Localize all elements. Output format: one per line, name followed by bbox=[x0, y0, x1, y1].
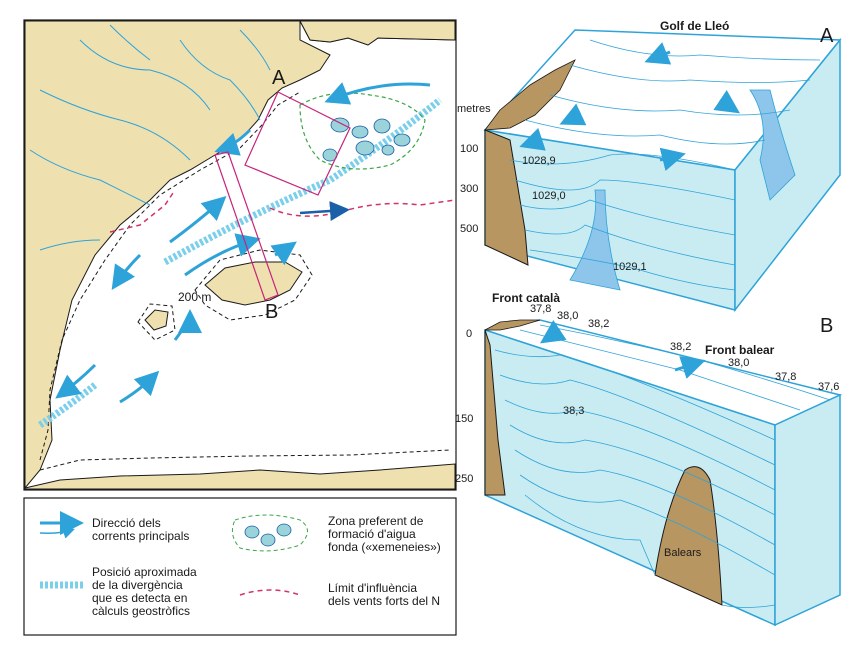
block-B-isolines bbox=[494, 349, 776, 608]
block-A-plume-2 bbox=[749, 89, 796, 201]
legend-line: Direcció dels bbox=[92, 516, 161, 530]
block-A-letter: A bbox=[820, 25, 834, 47]
legend-line: Límit d'influència bbox=[328, 581, 417, 595]
current-arrows bbox=[55, 82, 431, 404]
block-A-depth-500: 500 bbox=[460, 223, 478, 235]
block-B-seabed-island bbox=[654, 466, 723, 606]
section-box-A bbox=[244, 91, 351, 196]
block-B: Front català Front balear B 0 150 250 37… bbox=[455, 291, 843, 627]
block-B-top-value-1: 37,8 bbox=[530, 303, 551, 315]
block-B-depth-150: 150 bbox=[455, 413, 473, 425]
current-arrow-dark bbox=[299, 201, 350, 221]
block-A-iso-1: 1028,9 bbox=[522, 155, 556, 167]
block-B-arrows bbox=[540, 320, 706, 379]
legend-wind-symbol bbox=[239, 589, 301, 596]
block-A-iso-2: 1029,0 bbox=[532, 190, 566, 202]
chimney-zone bbox=[299, 92, 426, 170]
block-B-inner-value: 38,3 bbox=[563, 405, 584, 417]
block-B-seabed-left bbox=[484, 329, 506, 496]
block-B-right bbox=[774, 393, 841, 627]
land-africa bbox=[24, 463, 456, 490]
block-A-seabed bbox=[484, 129, 529, 266]
block-B-right-value-3: 37,8 bbox=[775, 371, 796, 383]
block-A-plume-1 bbox=[569, 189, 621, 291]
block-A-depth-unit: metres bbox=[457, 103, 491, 115]
block-B-right-value-2: 38,0 bbox=[728, 357, 749, 369]
island-eivissa bbox=[144, 309, 169, 331]
block-A-iso-3: 1029,1 bbox=[613, 261, 647, 273]
block-B-front-balear: Front balear bbox=[705, 343, 775, 357]
block-B-front-catala: Front català bbox=[492, 291, 560, 305]
map-panel: 200 m bbox=[23, 19, 457, 491]
legend-line: Zona preferent de bbox=[328, 514, 424, 528]
block-B-letter: B bbox=[820, 315, 833, 337]
legend-line: Posició aproximada bbox=[92, 565, 197, 579]
chimney-blobs bbox=[322, 117, 411, 162]
block-B-right-value-1: 38,2 bbox=[670, 341, 691, 353]
map-label-A: A bbox=[272, 67, 286, 89]
block-A-title: Golf de Lleó bbox=[660, 19, 729, 33]
legend-line: que es detecta en bbox=[92, 591, 187, 605]
legend-line: fonda («xemeneies») bbox=[328, 540, 441, 554]
rivers bbox=[29, 24, 271, 251]
block-B-coast bbox=[484, 319, 541, 331]
land-france bbox=[299, 20, 456, 46]
legend-line: dels vents forts del N bbox=[328, 594, 440, 608]
isobath-label: 200 m bbox=[178, 290, 211, 304]
block-A-top-isolines bbox=[524, 39, 821, 145]
legend-chimney-symbol bbox=[231, 514, 308, 552]
divergence-band bbox=[38, 97, 443, 428]
block-A: Golf de Lleó A metres 100 300 500 1028,9… bbox=[457, 19, 842, 313]
legend-current-symbol bbox=[39, 511, 84, 539]
block-B-depth-0: 0 bbox=[466, 328, 472, 340]
section-box-B bbox=[214, 151, 279, 301]
legend-line: corrents principals bbox=[92, 529, 189, 543]
map-label-B: B bbox=[265, 301, 278, 323]
legend-line: de la divergència bbox=[92, 578, 183, 592]
block-B-right-value-4: 37,6 bbox=[818, 381, 839, 393]
block-B-top-value-3: 38,2 bbox=[588, 318, 609, 330]
block-B-depth-250: 250 bbox=[455, 473, 473, 485]
block-A-coast bbox=[484, 59, 576, 131]
block-A-depth-300: 300 bbox=[460, 183, 478, 195]
legend-line: càlculs geostròfics bbox=[92, 604, 190, 618]
block-B-top-value-2: 38,0 bbox=[557, 310, 578, 322]
wind-limit-line bbox=[109, 189, 456, 233]
block-A-isolines bbox=[509, 153, 736, 291]
block-B-island-label: Balears bbox=[664, 547, 702, 559]
legend-line: formació d'aigua bbox=[328, 527, 416, 541]
block-A-depth-100: 100 bbox=[460, 143, 478, 155]
block-A-arrows bbox=[519, 42, 740, 172]
